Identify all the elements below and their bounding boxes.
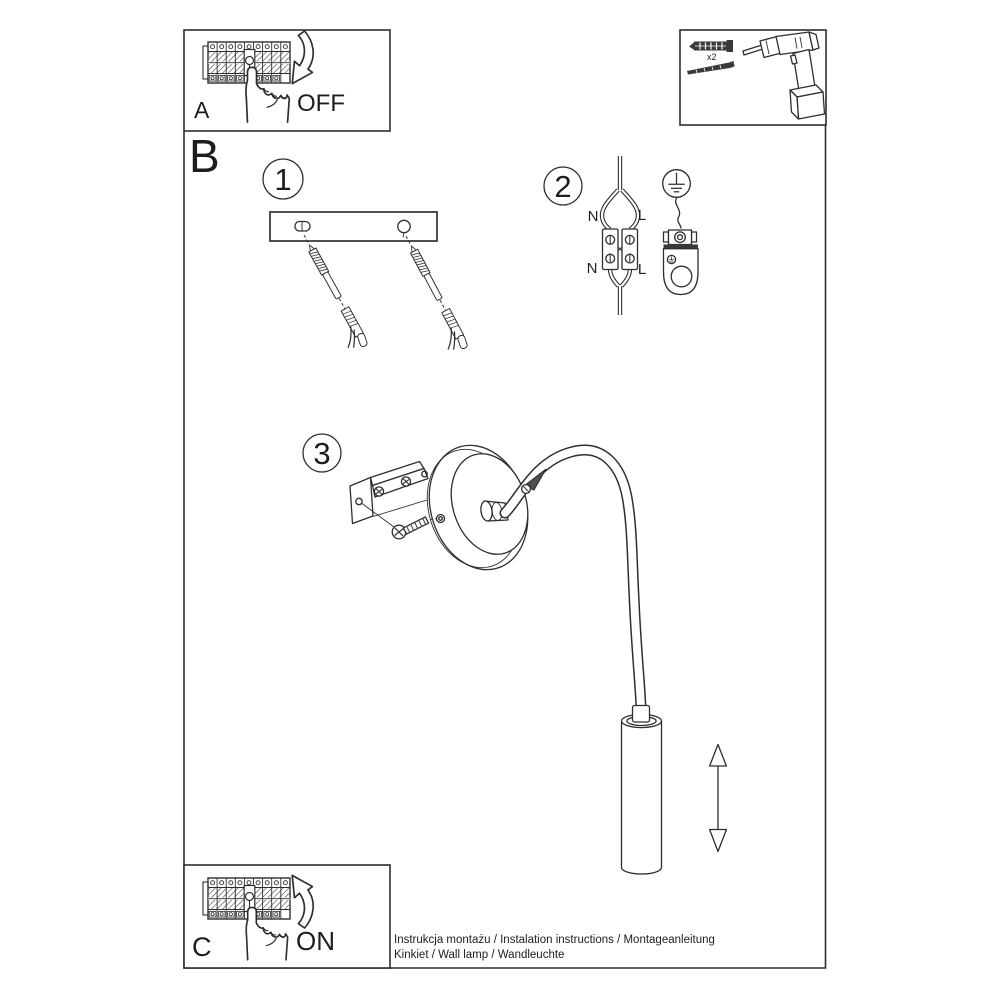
earth-wire: [675, 197, 682, 229]
terminal-block: [601, 228, 639, 271]
section-c-label: C: [192, 932, 212, 962]
circuit-breaker-panel-icon: [201, 876, 292, 921]
arm-clamp-wedge: [520, 468, 547, 495]
canopy-plate: [426, 444, 529, 571]
canopy-screw: [391, 513, 446, 540]
section-b-border: [183, 125, 827, 969]
circuit-breaker-panel-icon: [201, 40, 292, 85]
step-3-assembly: 3: [302, 433, 728, 875]
gooseneck-arm: [499, 444, 647, 714]
footer: Instrukcja montażu / Instalation instruc…: [394, 934, 715, 961]
step-3-badge: [302, 433, 342, 473]
mounting-bar-slot: [294, 220, 311, 232]
earth-symbol-icon: [662, 169, 691, 198]
step-2-wiring: 2 N L N L: [543, 156, 699, 315]
wall-bracket: [349, 460, 429, 529]
section-a-label: A: [194, 97, 210, 123]
step-1-number: 1: [274, 162, 291, 197]
section-a-box: A OFF: [183, 29, 391, 132]
step-1-badge: [262, 158, 304, 200]
earth-clamp-connector: [662, 229, 699, 296]
footer-line-2: Kinkiet / Wall lamp / Wandleuchte: [394, 949, 564, 961]
section-b-area: B: [183, 125, 827, 969]
wall-plug-icon: [689, 40, 733, 52]
screw-icon: [687, 61, 735, 75]
parts-box: x2: [679, 29, 827, 126]
supply-cable-wires: [599, 156, 641, 315]
step-1-mounting: 1: [262, 158, 471, 357]
footer-line-1: Instrukcja montażu / Instalation instruc…: [394, 934, 715, 946]
adjust-double-arrow-icon: [708, 743, 728, 853]
drill-icon: [742, 31, 826, 120]
wire-label-l-top: L: [638, 207, 646, 224]
socket-stub: [480, 500, 509, 522]
switch-off-label: OFF: [297, 90, 345, 117]
wire-label-n-bottom: N: [587, 260, 598, 277]
step-2-number: 2: [554, 169, 571, 204]
screw-anchor-left: [289, 232, 371, 355]
wire-label-l-bottom: L: [638, 261, 646, 278]
step-2-badge: [543, 166, 583, 206]
wire-label-n-top: N: [588, 208, 599, 225]
switch-on-label: ON: [296, 926, 335, 956]
section-c-box: C ON: [183, 864, 391, 969]
step-3-number: 3: [313, 436, 330, 471]
lamp-shade-cylinder: [620, 704, 663, 875]
anchor-quantity-label: x2: [707, 52, 717, 62]
mounting-bar-hole: [397, 219, 411, 234]
screw-anchor-right: [391, 233, 471, 357]
section-b-label: B: [189, 130, 220, 182]
